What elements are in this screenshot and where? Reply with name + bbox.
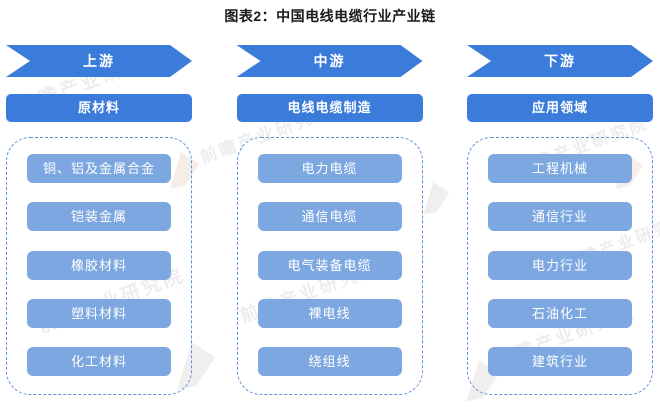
list-item: 通信电缆 <box>257 202 402 232</box>
stage-arrow-upstream: 上游 <box>6 45 192 77</box>
list-item: 塑料材料 <box>27 298 171 328</box>
list-item: 铠装金属 <box>27 202 171 232</box>
list-item: 电力电缆 <box>257 154 402 183</box>
list-item: 电气装备电缆 <box>257 250 402 280</box>
list-item: 铜、铝及金属合金 <box>27 154 171 183</box>
stage-arrow-downstream: 下游 <box>467 45 653 77</box>
items-container-upstream: 铜、铝及金属合金 铠装金属 橡胶材料 塑料材料 化工材料 <box>6 137 192 395</box>
list-item: 绕组线 <box>257 347 402 376</box>
items-container-downstream: 工程机械 通信行业 电力行业 石油化工 建筑行业 <box>467 137 653 395</box>
list-item: 电力行业 <box>488 250 632 280</box>
list-item: 橡胶材料 <box>27 250 171 280</box>
header-raw-materials: 原材料 <box>6 94 192 122</box>
column-midstream: 中游 电线电缆制造 电力电缆 通信电缆 电气装备电缆 裸电线 绕组线 <box>236 45 423 395</box>
column-upstream: 上游 原材料 铜、铝及金属合金 铠装金属 橡胶材料 塑料材料 化工材料 <box>6 45 192 395</box>
list-item: 工程机械 <box>488 154 632 183</box>
page-title: 图表2：中国电线电缆行业产业链 <box>224 8 436 24</box>
list-item: 通信行业 <box>488 202 632 232</box>
header-manufacturing: 电线电缆制造 <box>236 94 423 122</box>
list-item: 裸电线 <box>257 298 402 328</box>
items-container-midstream: 电力电缆 通信电缆 电气装备电缆 裸电线 绕组线 <box>236 137 423 395</box>
chain-columns: 上游 原材料 铜、铝及金属合金 铠装金属 橡胶材料 塑料材料 化工材料 中游 电… <box>6 45 653 395</box>
header-applications: 应用领域 <box>467 94 653 122</box>
stage-arrow-midstream: 中游 <box>237 45 423 77</box>
list-item: 建筑行业 <box>488 347 632 376</box>
list-item: 化工材料 <box>27 347 171 376</box>
column-downstream: 下游 应用领域 工程机械 通信行业 电力行业 石油化工 建筑行业 <box>467 45 653 395</box>
list-item: 石油化工 <box>488 298 632 328</box>
